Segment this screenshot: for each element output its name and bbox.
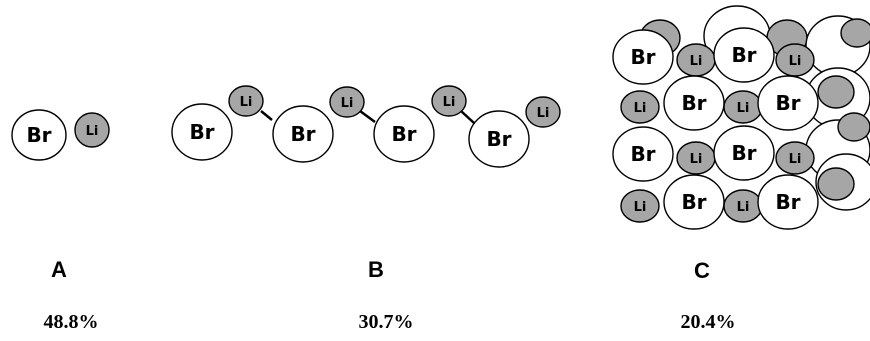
li-br-bond [359,109,376,124]
panel-label-b: B [368,257,384,282]
panel-a-monomer: Br Li [11,109,110,161]
lithium-atom-shape [817,75,855,109]
lithium-atom: Li [620,90,660,124]
bromine-label: Br [681,91,706,115]
percentage-b: 30.7% [359,311,414,333]
lithium-atom: Li [74,112,110,148]
lithium-atom: Li [525,96,561,128]
bromine-label: Br [775,91,800,115]
bromine-atom-shape [713,125,775,181]
lithium-atom-shape [620,90,660,124]
bromine-label: Br [775,190,800,214]
bromine-atom: Br [612,126,674,182]
lithium-label: Li [634,101,647,116]
bromine-label: Br [290,122,315,146]
lithium-atom: Li [676,141,716,175]
lithium-atom-shape [525,96,561,128]
bromine-atom-shape [612,29,674,85]
lithium-atom-shape [775,141,815,175]
lithium-label: Li [86,124,99,139]
lithium-label: Li [690,152,703,167]
lithium-atom-shape [329,86,365,118]
lithium-atom-shape [74,112,110,148]
bromine-atom: Br [713,125,775,181]
lithium-label: Li [443,95,456,110]
bromine-atom-shape [757,174,819,230]
lithium-label: Li [789,54,802,69]
bromine-atom: Br [612,29,674,85]
lithium-label: Li [341,96,354,111]
percentage-a: 48.8% [44,311,99,333]
bromine-atom-shape [171,103,233,161]
bromine-atom: Br [171,103,233,161]
lithium-atom-shape [837,112,870,142]
lithium-atom: Li [723,90,763,124]
bromine-label: Br [731,43,756,67]
li-br-bond [460,110,475,124]
bromine-atom-shape [612,126,674,182]
li-br-bond [260,110,273,121]
lithium-atom-shape [431,85,467,117]
bromine-label: Br [486,127,511,151]
percentage-c: 20.4% [681,311,736,333]
lithium-atom: Li [329,86,365,118]
lithium-atom: Li [431,85,467,117]
bromine-atom: Br [757,75,819,131]
lithium-atom: Li [723,189,763,223]
lithium-atom [840,18,870,48]
lithium-atom: Li [620,189,660,223]
bromine-atom-shape [11,109,67,161]
bromine-atom: Br [663,75,725,131]
bromine-label: Br [630,142,655,166]
bromine-atom: Br [11,109,67,161]
lithium-atom-shape [228,85,264,117]
bromine-atom-shape [468,110,530,168]
lithium-atom [817,167,855,201]
lithium-label: Li [240,95,253,110]
bromine-atom: Br [468,110,530,168]
lithium-atom: Li [775,141,815,175]
bromine-atom: Br [272,105,334,163]
lithium-label: Li [690,54,703,69]
bromine-atom-shape [757,75,819,131]
labels-layer: A B C 48.8% 30.7% 20.4% [44,257,736,333]
bromine-label: Br [26,123,51,147]
lithium-atom [837,112,870,142]
bromine-atom-shape [272,105,334,163]
lithium-label: Li [789,152,802,167]
lithium-atom: Li [676,43,716,77]
bromine-label: Br [731,141,756,165]
lithium-label: Li [634,200,647,215]
lithium-atom: Li [775,43,815,77]
bromine-atom-shape [373,105,435,163]
bromine-atom: Br [757,174,819,230]
panel-label-a: A [51,257,67,282]
lithium-label: Li [737,101,750,116]
bromine-atom: Br [663,174,725,230]
lithium-atom [817,75,855,109]
lithium-atom: Li [228,85,264,117]
lithium-atom-shape [817,167,855,201]
lithium-atom-shape [620,189,660,223]
panel-label-c: C [694,258,710,283]
bromine-atom-shape [713,27,775,83]
bromine-atom: Br [373,105,435,163]
lithium-label: Li [737,200,750,215]
lithium-label: Li [537,106,550,121]
bromine-atom: Br [713,27,775,83]
bromine-label: Br [681,190,706,214]
bromine-label: Br [391,122,416,146]
bromine-label: Br [189,120,214,144]
lithium-atom-shape [840,18,870,48]
bromine-label: Br [630,45,655,69]
